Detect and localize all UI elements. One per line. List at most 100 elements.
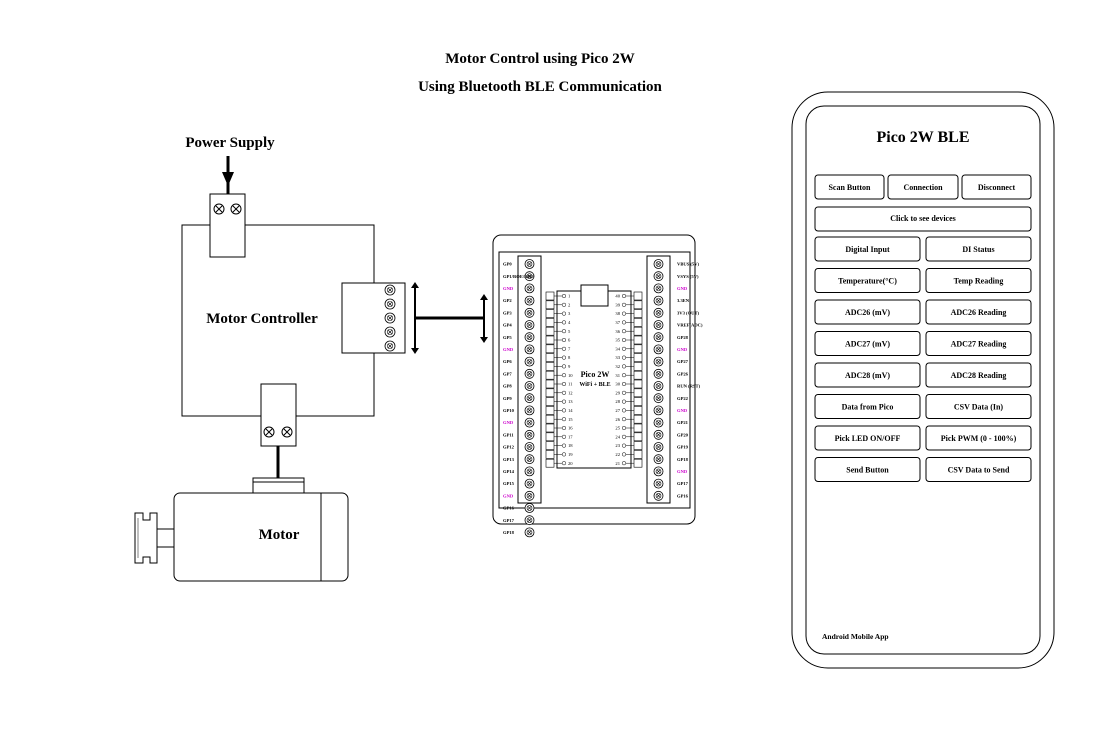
header-screw [653, 283, 664, 294]
header-screw [653, 466, 664, 477]
connection-button-label: Connection [903, 183, 943, 192]
header-screw [653, 417, 664, 428]
header-screw [653, 393, 664, 404]
app-row-value-field[interactable]: DI Status [925, 236, 1032, 262]
left-pin-label: GND [503, 493, 514, 498]
right-pin-label: VBUS (5V) [677, 262, 700, 267]
header-screw [524, 356, 535, 367]
header-screw [653, 454, 664, 465]
app-row-text: ADC26 (mV) [845, 308, 890, 317]
right-pin-label: VSYS (5V) [677, 274, 699, 279]
pin-pad [633, 397, 643, 406]
diagram-title: Motor Control using Pico 2W [445, 51, 634, 67]
app-row-label-button[interactable]: Pick LED ON/OFF [814, 425, 921, 451]
app-row-label-button[interactable]: Send Button [814, 457, 921, 482]
pico-name: Pico 2W [581, 370, 610, 379]
motor-label: Motor [259, 527, 300, 543]
left-pin-label: GP15 [503, 481, 515, 486]
left-pin-label: GP13 [503, 457, 515, 462]
pin-pad [545, 300, 555, 310]
pin-number: 23 [615, 443, 620, 448]
right-pin-label: GP18 [677, 457, 689, 462]
connection-button[interactable]: Connection [887, 174, 959, 200]
pin-pad [633, 326, 643, 336]
pin-pad [633, 362, 643, 371]
header-screw [524, 527, 535, 538]
disconnect-button[interactable]: Disconnect [961, 174, 1032, 200]
power-supply-label: Power Supply [185, 135, 275, 151]
header-screw [653, 490, 664, 501]
pin-number: 12 [568, 390, 573, 395]
pin-number: 1 [568, 294, 571, 299]
app-row-value-field[interactable]: CSV Data to Send [925, 457, 1032, 482]
app-row-label-button[interactable]: ADC28 (mV) [814, 362, 921, 388]
scan-button[interactable]: Scan Button [814, 174, 885, 200]
app-row-text: Send Button [846, 466, 889, 475]
right-pin-label: GP19 [677, 445, 689, 450]
app-row-text: CSV Data to Send [948, 466, 1010, 475]
left-pin-label: GP2 [503, 298, 512, 303]
scan-button-label: Scan Button [828, 183, 871, 192]
app-row-label-button[interactable]: Data from Pico [814, 394, 921, 419]
left-pin-label: GP9 [503, 396, 512, 401]
app-row-value-field[interactable]: ADC28 Reading [925, 362, 1032, 388]
header-screw [524, 332, 535, 343]
pin-number: 7 [568, 346, 571, 351]
app-row-label-button[interactable]: ADC26 (mV) [814, 299, 921, 325]
header-screw [524, 478, 535, 489]
app-row-text: ADC26 Reading [951, 308, 1007, 317]
header-screw [524, 405, 535, 416]
power-supply-arrow [222, 156, 234, 195]
pin-pad [545, 335, 555, 345]
pin-pad [545, 344, 555, 354]
app-row-value-field[interactable]: ADC27 Reading [925, 331, 1032, 356]
pin-number: 40 [615, 294, 620, 299]
power-terminal-block [209, 193, 246, 258]
app-row-label-button[interactable]: Digital Input [814, 236, 921, 262]
app-row-value-field[interactable]: CSV Data (In) [925, 394, 1032, 419]
app-row-label-button[interactable]: ADC27 (mV) [814, 331, 921, 356]
pin-number: 39 [615, 302, 620, 307]
pin-pad [633, 309, 643, 318]
pin-number: 27 [615, 408, 620, 413]
header-screw [524, 344, 535, 355]
left-pin-label: GP5 [503, 335, 512, 340]
right-pin-label: GP21 [677, 420, 689, 425]
left-pin-label: GND [503, 420, 514, 425]
right-pin-label: GND [677, 286, 688, 291]
pin-pad [545, 379, 555, 389]
motor-terminal-block [260, 383, 297, 478]
app-row-value-field[interactable]: Temp Reading [925, 268, 1032, 293]
header-screw [653, 356, 664, 367]
see-devices-button-label: Click to see devices [890, 214, 956, 223]
pin-number: 34 [615, 346, 620, 351]
pin-pad [633, 458, 643, 468]
left-pin-label: GP4 [503, 323, 512, 328]
right-pin-label: GP28 [677, 335, 689, 340]
left-pin-label: GP11 [503, 432, 514, 437]
pin-number: 15 [568, 417, 573, 422]
app-row-text: ADC27 (mV) [845, 340, 890, 349]
app-row-text: Temp Reading [954, 277, 1004, 286]
pin-pad [545, 414, 555, 424]
pin-number: 3 [568, 311, 571, 316]
see-devices-button[interactable]: Click to see devices [814, 206, 1032, 232]
terminal-screw [384, 298, 396, 310]
diagram-subtitle: Using Bluetooth BLE Communication [418, 79, 662, 95]
pin-pad [545, 406, 555, 415]
pin-number: 21 [615, 461, 620, 466]
pin-number: 30 [615, 382, 620, 387]
left-pin-label: GP10 [503, 408, 515, 413]
app-row-label-button[interactable]: Temperature(°C) [814, 268, 921, 293]
app-row-value-field[interactable]: Pick PWM (0 - 100%) [925, 425, 1032, 451]
app-row-value-field[interactable]: ADC26 Reading [925, 299, 1032, 325]
pin-pad [545, 423, 555, 433]
pin-pad [633, 414, 643, 424]
pin-number: 11 [568, 382, 573, 387]
left-pin-label: GP17 [503, 518, 515, 523]
pin-number: 18 [568, 443, 573, 448]
app-title: Pico 2W BLE [876, 129, 969, 146]
pin-pad [545, 353, 555, 362]
pin-number: 32 [615, 364, 620, 369]
